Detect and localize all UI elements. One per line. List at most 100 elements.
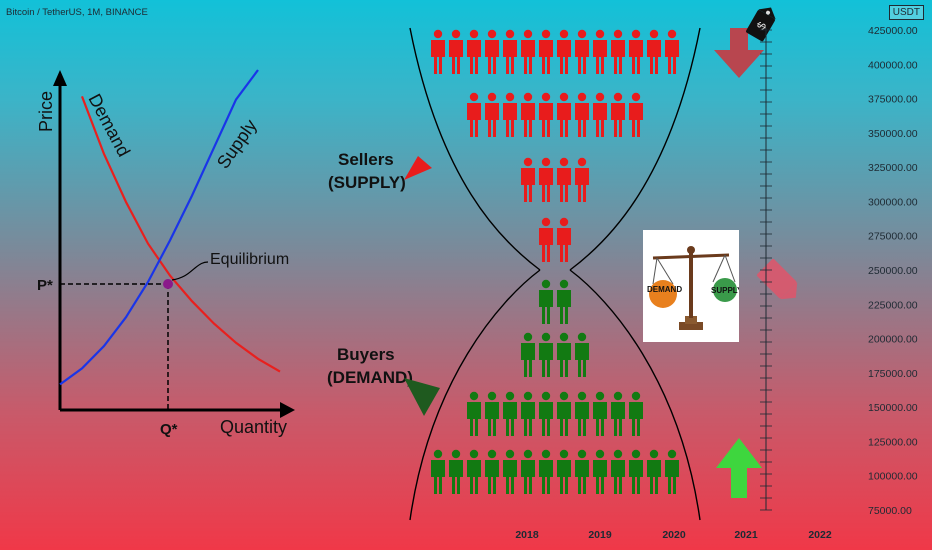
hourglass-top-right	[569, 27, 701, 271]
seller-figure	[647, 29, 661, 74]
buyer-figure	[647, 449, 661, 494]
symbol-label: Bitcoin / TetherUS, 1M, BINANCE	[6, 7, 148, 18]
seller-figure	[539, 157, 553, 202]
hourglass-bottom-left	[409, 269, 541, 521]
hourglass	[409, 27, 701, 521]
currency-badge[interactable]: USDT	[888, 5, 924, 20]
hourglass-top-left	[409, 27, 541, 271]
seller-figure	[593, 29, 607, 74]
balance-scale-image: DEMAND SUPPLY	[643, 230, 743, 342]
seller-figure	[593, 92, 607, 137]
buyer-figure	[557, 391, 571, 436]
seller-figure	[521, 92, 535, 137]
buyer-figure	[557, 449, 571, 494]
seller-figure	[503, 29, 517, 74]
seller-figure	[629, 92, 643, 137]
up-arrow-icon	[716, 438, 762, 498]
hourglass-bottom-right	[569, 269, 701, 521]
seller-figure	[539, 29, 553, 74]
buyer-figure	[611, 391, 625, 436]
seller-figure	[449, 29, 463, 74]
buyer-figure	[485, 449, 499, 494]
seller-figure	[521, 29, 535, 74]
q-star-label: Q*	[160, 421, 178, 438]
x-axis-arrow	[280, 402, 295, 418]
y-tick-labels: 425000.00400000.00375000.00350000.003250…	[868, 25, 918, 517]
buyer-figure	[611, 449, 625, 494]
buyer-figure	[485, 391, 499, 436]
seller-figure	[575, 29, 589, 74]
y-axis-label: Price	[36, 91, 56, 132]
people-figures	[431, 29, 679, 494]
buyer-figure	[575, 332, 589, 377]
buyer-figure	[629, 391, 643, 436]
seller-figure	[539, 217, 553, 262]
y-tick-label: 375000.00	[868, 94, 918, 106]
down-arrow-icon	[714, 28, 764, 78]
x-axis-label: Quantity	[220, 417, 287, 437]
sellers-pointer-icon	[404, 156, 432, 180]
buyer-figure	[521, 332, 535, 377]
scale-icon: DEMAND SUPPLY	[647, 246, 743, 330]
seller-figure	[575, 157, 589, 202]
price-axis	[760, 28, 772, 511]
y-tick-label: 275000.00	[868, 231, 918, 243]
x-tick-label: 2020	[662, 529, 686, 541]
equilibrium-label: Equilibrium	[210, 251, 289, 268]
demand-curve	[80, 96, 281, 373]
x-tick-label: 2019	[588, 529, 612, 541]
equilibrium-pointer	[171, 261, 209, 281]
p-star-label: P*	[37, 277, 53, 294]
seller-figure	[665, 29, 679, 74]
buyer-figure	[431, 449, 445, 494]
y-tick-label: 250000.00	[868, 265, 918, 277]
price-tag-icon: $	[746, 7, 776, 42]
buyer-figure	[539, 279, 553, 324]
y-tick-label: 425000.00	[868, 25, 918, 37]
buyer-figure	[629, 449, 643, 494]
buyer-figure	[539, 449, 553, 494]
buyer-figure	[593, 391, 607, 436]
buyer-figure	[575, 391, 589, 436]
x-tick-labels: 2018 2019 2020 2021 2022	[515, 529, 832, 541]
y-tick-label: 75000.00	[868, 505, 912, 517]
y-axis-arrow	[53, 70, 67, 86]
y-tick-label: 400000.00	[868, 59, 918, 71]
x-tick-label: 2022	[808, 529, 832, 541]
supply-curve	[59, 69, 259, 386]
y-tick-label: 225000.00	[868, 299, 918, 311]
seller-figure	[557, 157, 571, 202]
seller-figure	[467, 29, 481, 74]
buyer-figure	[539, 391, 553, 436]
scale-supply-label: SUPPLY	[711, 286, 739, 295]
buyer-figure	[593, 449, 607, 494]
seller-figure	[611, 92, 625, 137]
scale-demand-label: DEMAND	[647, 285, 682, 294]
y-tick-label: 200000.00	[868, 334, 918, 346]
x-tick-label: 2018	[515, 529, 539, 541]
buyers-sublabel: (DEMAND)	[327, 368, 413, 387]
seller-figure	[485, 29, 499, 74]
buyer-figure	[557, 332, 571, 377]
seller-figure	[467, 92, 481, 137]
y-tick-label: 150000.00	[868, 402, 918, 414]
buyer-figure	[575, 449, 589, 494]
econ-diagram: Price Quantity Demand Supply Equilibrium…	[36, 69, 295, 438]
seller-figure	[557, 29, 571, 74]
equilibrium-point	[163, 279, 173, 289]
buyer-figure	[467, 391, 481, 436]
x-tick-label: 2021	[734, 529, 758, 541]
buyer-figure	[557, 279, 571, 324]
sellers-sublabel: (SUPPLY)	[328, 173, 406, 192]
buyers-label: Buyers	[337, 345, 395, 364]
seller-figure	[629, 29, 643, 74]
buyer-figure	[539, 332, 553, 377]
y-tick-label: 300000.00	[868, 196, 918, 208]
seller-figure	[557, 217, 571, 262]
y-tick-label: 100000.00	[868, 471, 918, 483]
buyer-figure	[503, 449, 517, 494]
price-tag-faded-icon	[757, 259, 798, 300]
seller-figure	[557, 92, 571, 137]
seller-figure	[575, 92, 589, 137]
